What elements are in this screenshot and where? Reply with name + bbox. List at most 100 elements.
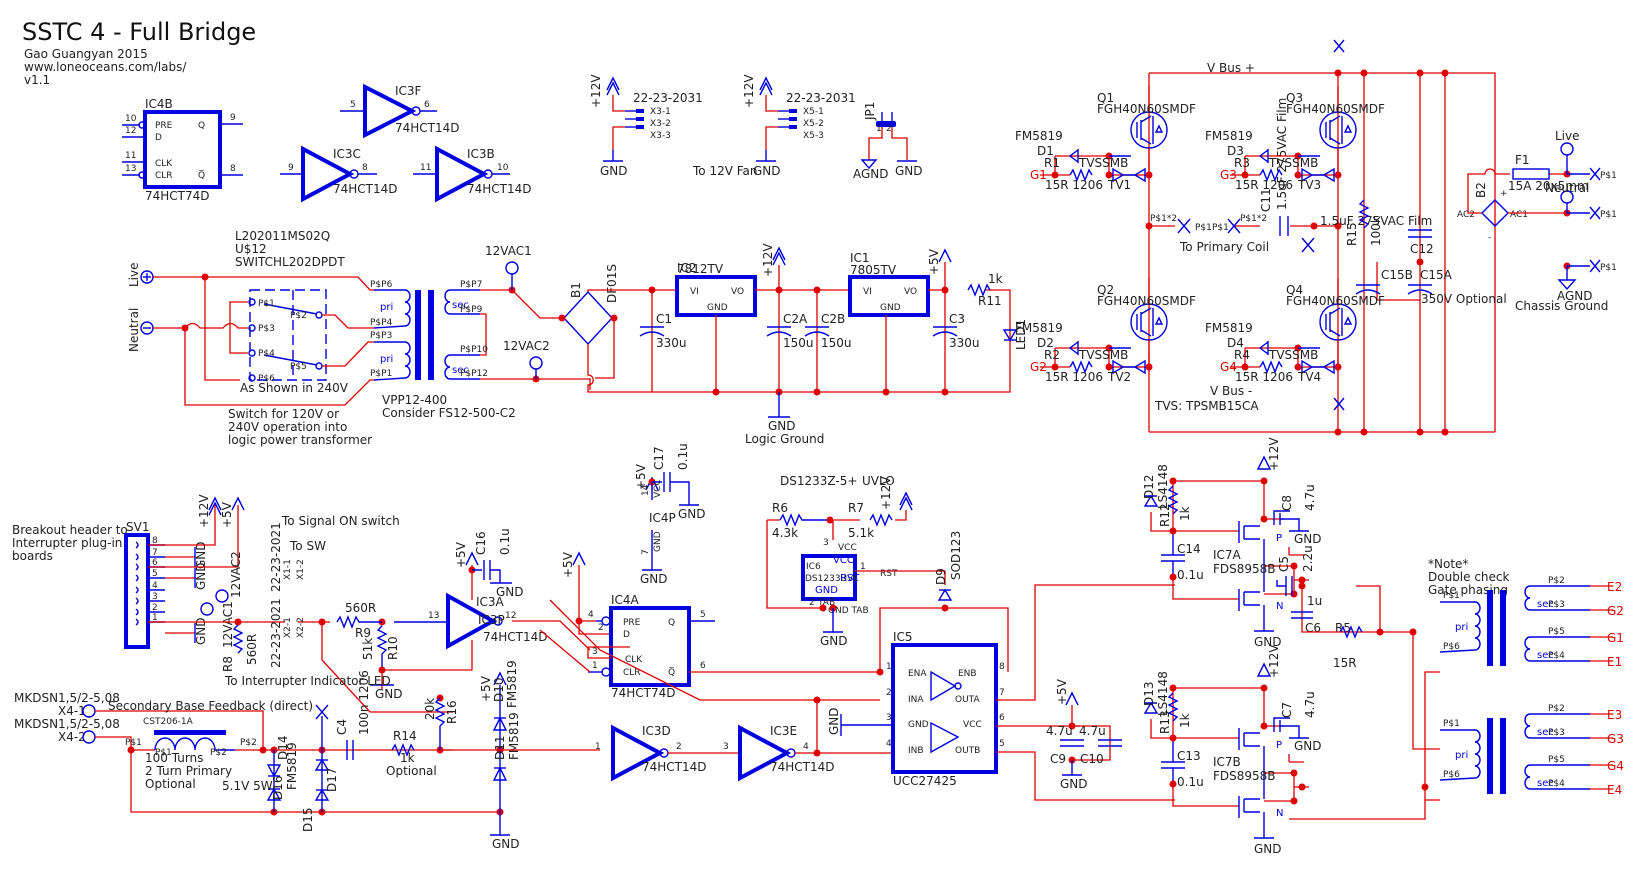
interrupter-ic3a-part-label: 74HCT14D	[483, 630, 548, 644]
driver-out2-2-label: G4	[1607, 759, 1624, 773]
driver-sec-label: sec	[1537, 727, 1554, 738]
driver-out2-1-label: G3	[1607, 732, 1624, 746]
bridge-q-1-r-label: R2	[1044, 348, 1060, 362]
driver-ic4p-name-label: IC4P	[649, 511, 676, 525]
interrupter-x-pins-3-label: X2-2	[296, 617, 306, 638]
bridge-b2-ac1-label: AC1	[1510, 210, 1528, 220]
driver-ic4a-pins-3-label: CLR	[623, 668, 641, 678]
interrupter-ct-p2-label: P$2	[240, 738, 257, 748]
bridge-q-1-d-label: D2	[1037, 336, 1054, 350]
bridge-q-3-name-label: Q4	[1286, 283, 1303, 297]
interrupter-ct-p1-label: P$1	[155, 748, 172, 758]
interrupter-r10-value-label: 51k	[361, 638, 375, 660]
driver-c5-name-label: C5	[1277, 556, 1291, 572]
bridge-agnd-label: AGND	[1557, 289, 1593, 303]
driver-r7-name-label: R7	[848, 501, 864, 515]
voltage-switch: L202011MS02Q U$12 SWITCHL202DPDT P$1 P$2…	[228, 229, 374, 447]
power-supply-c2a-value-label: 150u	[783, 336, 814, 350]
driver-out1-0-label: E2	[1607, 580, 1622, 594]
interrupter-r14-name-label: R14	[393, 729, 417, 743]
driver-c10-name-label: C10	[1080, 752, 1104, 766]
driver-ic7b-name-label: IC7B	[1213, 755, 1241, 769]
driver-r13-name-label: R13	[1158, 710, 1172, 734]
url: www.loneoceans.com/labs/	[24, 60, 187, 74]
driver-ic4a-pins-1-label: D	[623, 630, 630, 640]
interrupter-r9-value-label: 560R	[345, 601, 376, 615]
bridge-f1-name-label: F1	[1515, 153, 1530, 167]
interrupter-x42-label: X4-2	[58, 730, 86, 744]
driver-ic5-left-3-label: INB	[908, 746, 924, 756]
bridge-r15-name-label: R15	[1345, 222, 1359, 246]
interrupter-c4-name-label: C4	[335, 719, 349, 735]
logic-gates-ic4b-pins-3-label: CLR	[155, 171, 173, 181]
power-supply-transformer-pri-label: pri	[380, 354, 393, 365]
driver-ic6-rst-label: RST	[880, 569, 898, 579]
connectors-top-x5-supply-label: +12V	[742, 74, 756, 108]
driver-ic6-vcc-label: VCC	[833, 555, 854, 566]
bridge-diode-part-label: FM5819	[1015, 129, 1063, 143]
logic-gates-ic4b-pins-5-label: Q̅	[198, 169, 205, 181]
mains-input: Live Neutral	[127, 262, 374, 406]
interrupter-ic3a-alt-label: IC3P	[478, 613, 505, 627]
driver-ic3d-part-label: 74HCT14D	[642, 760, 707, 774]
ic4b-part: 74HCT74D	[145, 189, 210, 203]
bridge-r15-value-label: 100k	[1369, 216, 1383, 246]
driver-c7-value-label: 4.7u	[1303, 691, 1317, 718]
power-supply-gnd-label: GND	[678, 507, 706, 521]
bridge-pad-label: P$1	[1212, 223, 1229, 233]
driver-c9-value-label: 4.7u	[1046, 724, 1073, 738]
driver-ic3d-in-label: 1	[595, 742, 601, 752]
power-supply-gnd-label: GND	[640, 572, 668, 586]
interrupter-r14-note-label: Optional	[386, 764, 437, 778]
driver-ic4a-pins-2-label: CLK	[625, 655, 643, 665]
title-block: SSTC 4 - Full Bridge Gao Guangyan 2015 w…	[22, 18, 256, 87]
bridge-chassis-label: Chassis Ground	[1515, 299, 1608, 313]
driver-ic6-rst-label: RST	[840, 573, 860, 584]
power-supply-c3-name-label: C3	[949, 312, 965, 326]
interrupter-mkds1-label: MKDSN1,5/2-5,08	[14, 691, 120, 705]
power-supply-gnd-label: GND	[768, 419, 796, 433]
power-supply-transformer-pins-4-label: P$P7	[460, 280, 482, 290]
driver-ic4p-gnd-pin-label: 7	[641, 549, 651, 555]
driver-ic5-lnums-0-label: 1	[886, 662, 892, 672]
power-supply-vac1-label: 12VAC1	[485, 244, 532, 258]
driver-ic3d-out-label: 2	[676, 742, 682, 752]
power-supply-r11-value-label: 1k	[988, 272, 1003, 286]
bridge-b2-ac2-label: AC2	[1457, 210, 1475, 220]
bridge-q-1-part-label: FGH40N60SMDF	[1097, 294, 1196, 308]
driver-ic5-lnums-1-label: 2	[886, 688, 892, 698]
logic-transformer: pri pri sec sec P$P6 P$P4 P$P3 P$P1 P$P7…	[370, 280, 516, 420]
interrupter-r10-name-label: R10	[386, 636, 400, 660]
interrupter-fm-label: FM5819	[505, 660, 519, 708]
driver-ic4a-pins-5-label: Q̅	[668, 666, 675, 678]
sv1-pin-num: 8	[152, 536, 158, 546]
logic-gates-ic4b-pins-1-label: D	[155, 133, 162, 143]
driver-gdt-sec-3-label: P$4	[1548, 651, 1565, 661]
interrupter-plus5-label: +5V	[479, 675, 493, 702]
power-supply-transformer-pins-0-label: P$P6	[370, 280, 393, 290]
power-supply-transformer-pri-label: pri	[380, 302, 393, 313]
power-supply-switch-pins-1-label: P$2	[290, 311, 307, 321]
driver-c7-name-label: C7	[1280, 702, 1294, 718]
bridge-q-1-tv-label: TV2	[1107, 370, 1131, 384]
logic-gates-ic3b-out-label: 10	[497, 163, 509, 173]
power-supply-switch-pins-4-label: P$5	[290, 362, 307, 372]
power-supply-led-label: LED1	[1014, 319, 1028, 350]
interrupter-x41-label: X4-1	[58, 704, 86, 718]
bridge-vbus-minus-label: V Bus -	[1210, 384, 1252, 398]
bridge-diode-part-label: FM5819	[1205, 321, 1253, 335]
driver-c10-value-label: 4.7u	[1079, 724, 1106, 738]
driver-ic5-left-0-label: ENA	[908, 669, 927, 679]
interrupter-vac1-label: 12VAC1	[221, 601, 235, 648]
driver-out2-0-label: E3	[1607, 708, 1622, 722]
logic-gates-ic3f-part-label: 74HCT14D	[395, 121, 460, 135]
driver-ic5-rnums-2-label: 6	[999, 713, 1005, 723]
ic4b-label: IC4B	[145, 97, 173, 111]
bridge-q-0-part-label: FGH40N60SMDF	[1097, 102, 1196, 116]
bridge-q-0-r-label: R1	[1044, 156, 1060, 170]
connectors-top-jp1-agnd-label: AGND	[853, 167, 889, 181]
driver-c13-value-label: 0.1u	[1177, 775, 1204, 789]
bridge-q-3-part-label: FGH40N60SMDF	[1286, 294, 1385, 308]
